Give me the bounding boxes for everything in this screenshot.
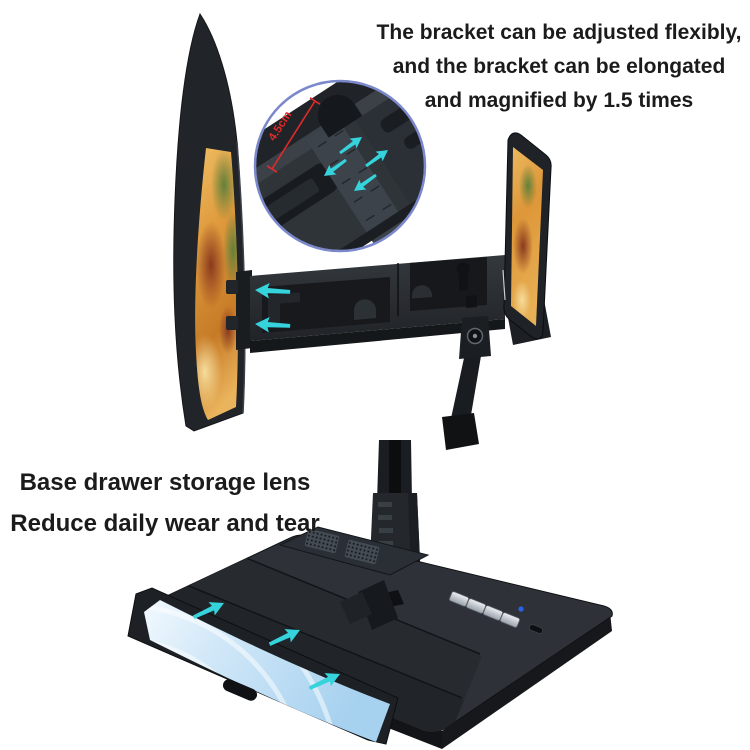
speaker-grille [344, 539, 380, 565]
base-annotation-line: Reduce daily wear and tear [10, 510, 320, 537]
magnifier-screen [173, 12, 246, 432]
base-side-right [442, 612, 612, 749]
base-annotation-line: Base drawer storage lens [19, 469, 311, 496]
base-assembly [127, 440, 613, 749]
inset-ring [253, 79, 427, 253]
stand-arm-foot [442, 413, 479, 450]
base-panel-middle [158, 534, 482, 700]
base-annotation: Base drawer storage lens Reduce daily we… [0, 462, 330, 544]
speaker-grille [304, 528, 340, 554]
arm-mount-hinge [358, 580, 398, 630]
bracket-annotation-line: The bracket can be adjusted flexibly, [376, 21, 742, 44]
drawer-lens [144, 600, 390, 742]
bracket-annotation: The bracket can be adjusted flexibly, an… [368, 16, 750, 118]
dimension-line [266, 97, 321, 173]
power-led [518, 606, 524, 612]
bracket-front-edge [250, 319, 505, 353]
stand-arm-upper [450, 356, 481, 423]
bracket-annotation-line: and the bracket can be elongated [392, 55, 726, 78]
drawer-handle [222, 679, 258, 701]
bracket-slider-hook [268, 292, 300, 327]
phone-in-clamp [502, 132, 552, 345]
bracket-left-cap [236, 270, 252, 350]
control-buttons [448, 591, 521, 628]
bracket-annotation-line: and magnified by 1.5 times [424, 89, 694, 112]
usb-port [528, 624, 544, 634]
extension-bracket [226, 255, 505, 450]
